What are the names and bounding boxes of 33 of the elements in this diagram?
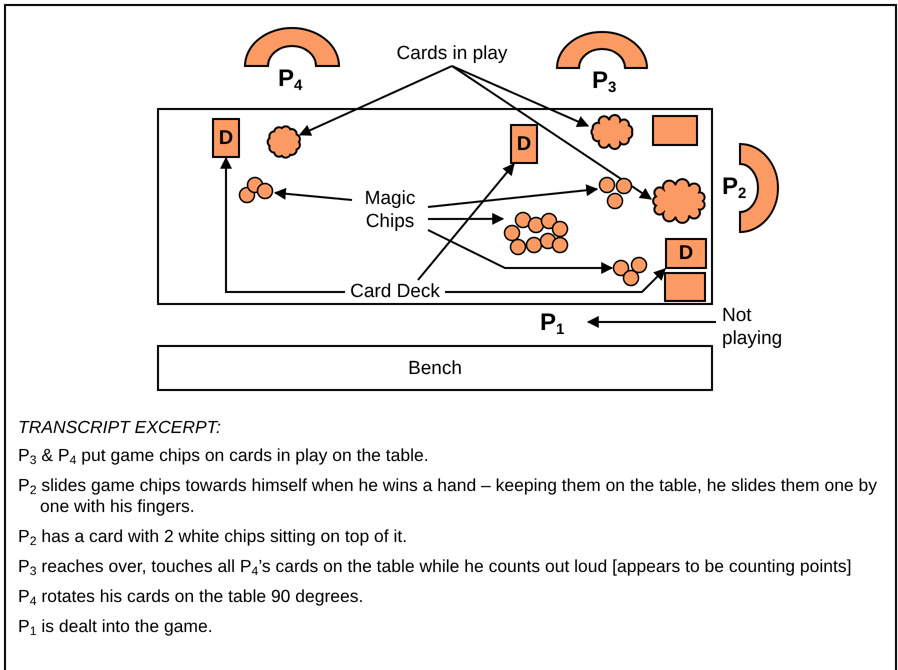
card-deck: D: [212, 118, 240, 158]
arrow: [417, 163, 515, 281]
player-label: P$_{1}$: [540, 308, 588, 342]
arrow: [428, 184, 598, 208]
arrow: [586, 316, 716, 328]
arrow: [428, 212, 504, 225]
arrow: [452, 65, 590, 128]
arrow: [445, 268, 666, 293]
player-label: P$_{4}$: [278, 66, 302, 92]
arrow: [220, 156, 345, 293]
arrow: [298, 65, 452, 136]
card-deck: D: [665, 238, 707, 269]
arrow: [451, 65, 652, 200]
bench-box: Bench: [157, 345, 713, 391]
callout-text: Card Deck: [345, 280, 445, 304]
player-label: P$_{2}$: [722, 174, 746, 200]
arrow: [274, 188, 352, 201]
transcript-heading: TRANSCRIPT EXCERPT:: [18, 417, 222, 438]
device-box: [664, 272, 706, 302]
card-deck: D: [510, 124, 538, 164]
arrow: [428, 229, 614, 274]
device-box: [652, 115, 698, 146]
transcript-line: P$_{2}$ slides game chips towards himself when he wins a hand – keeping them on the table, he slides them one by one with his fingers.: [18, 475, 878, 517]
callout-text: Magic Chips: [352, 187, 428, 237]
callout-text: Not playing: [716, 304, 796, 352]
transcript-line: P$_{3}$ & P$_{4}$ put game chips on cards in play on the table.: [18, 445, 430, 466]
player-label: P$_{3}$: [592, 68, 616, 94]
table-outline: [157, 108, 713, 305]
transcript-line: P$_{4}$ rotates his cards on the table 90 degrees.: [18, 586, 364, 607]
transcript-line: P$_{1}$ is dealt into the game.: [18, 616, 214, 637]
callout-text: Cards in play: [390, 42, 514, 66]
transcript-line: P$_{3}$ reaches over, touches all P$_{4}$’s cards on the table while he counts out loud [appears to be counting points]: [18, 556, 852, 577]
transcript-line: P$_{2}$ has a card with 2 white chips sitting on top of it.: [18, 526, 408, 547]
